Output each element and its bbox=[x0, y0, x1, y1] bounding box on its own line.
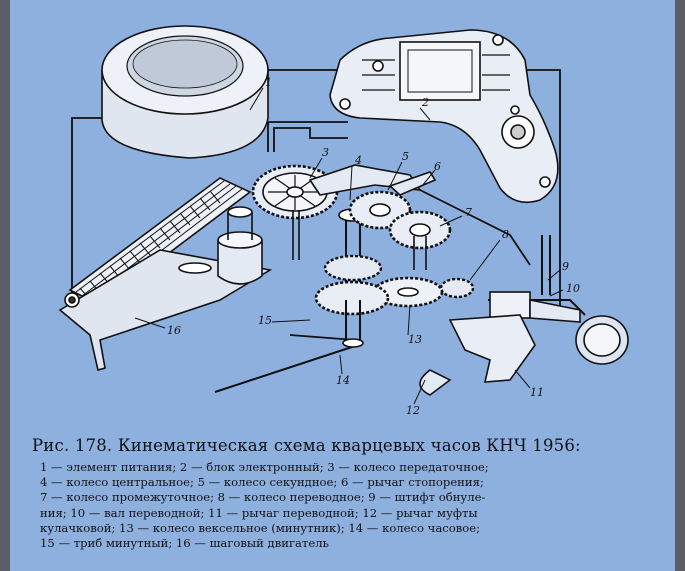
callout-5: 5 bbox=[402, 150, 409, 163]
setting-mechanism bbox=[419, 235, 629, 396]
legend-line: 15 — триб минутный; 16 — шаговый двигате… bbox=[40, 536, 329, 551]
legend-line: ния; 10 — вал переводной; 11 — рычаг пер… bbox=[40, 505, 478, 520]
gear-setting-wheel bbox=[439, 277, 475, 299]
legend-line: 7 — колесо промежуточное; 8 — колесо пер… bbox=[40, 490, 486, 505]
callout-11: 11 bbox=[530, 386, 544, 399]
callout-8: 8 bbox=[502, 228, 509, 241]
callout-numbers: 1 2 3 4 5 6 7 8 9 10 11 12 13 14 15 16 bbox=[167, 76, 580, 417]
legend-line: кулачковой; 13 — колесо вексельное (мину… bbox=[40, 520, 481, 535]
legend-line: 4 — колесо центральное; 5 — колесо секун… bbox=[40, 475, 484, 490]
callout-7: 7 bbox=[465, 206, 472, 219]
bridge-arm bbox=[308, 164, 531, 266]
callout-14: 14 bbox=[336, 374, 350, 387]
caption-legend: 1 — элемент питания; 2 — блок электронны… bbox=[40, 460, 640, 551]
callout-10: 10 bbox=[566, 282, 580, 295]
figure-panel: 1 2 3 4 5 6 7 8 9 10 11 12 13 14 15 16 Р… bbox=[10, 0, 675, 571]
leader-lines bbox=[134, 87, 564, 405]
callout-12: 12 bbox=[406, 404, 420, 417]
callout-2: 2 bbox=[421, 96, 429, 109]
right-frame-border bbox=[675, 0, 685, 571]
callout-9: 9 bbox=[562, 260, 569, 273]
callout-16: 16 bbox=[167, 324, 181, 337]
battery-element bbox=[101, 25, 269, 159]
callout-3: 3 bbox=[322, 146, 329, 159]
stepper-motor bbox=[58, 177, 273, 372]
caption-title: Рис. 178. Кинематическая схема кварцевых… bbox=[32, 436, 581, 455]
callout-4: 4 bbox=[354, 154, 362, 167]
gear-intermediate-wheel bbox=[388, 210, 452, 270]
legend-line: 1 — элемент питания; 2 — блок электронны… bbox=[40, 460, 489, 474]
callout-6: 6 bbox=[434, 160, 441, 173]
callout-15: 15 bbox=[258, 314, 272, 327]
stop-lever bbox=[388, 171, 437, 196]
rotor-column bbox=[217, 206, 263, 285]
callout-1: 1 bbox=[265, 76, 272, 89]
gear-minute-wheel bbox=[372, 276, 444, 308]
hour-wheel bbox=[214, 334, 364, 393]
electronic-block bbox=[329, 29, 559, 204]
callout-13: 13 bbox=[408, 333, 422, 346]
minute-pinion bbox=[314, 280, 390, 345]
kinematic-diagram: 1 2 3 4 5 6 7 8 9 10 11 12 13 14 15 16 bbox=[58, 25, 629, 417]
gear-seconds-wheel bbox=[348, 190, 412, 230]
left-frame-border bbox=[0, 0, 10, 571]
